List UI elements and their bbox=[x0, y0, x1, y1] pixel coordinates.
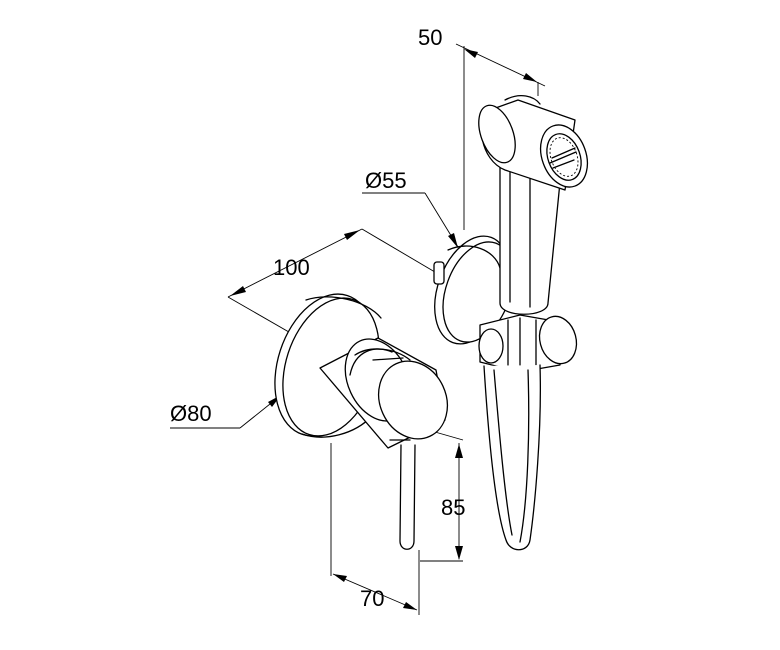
hose bbox=[483, 364, 541, 551]
wall-outlet bbox=[433, 235, 514, 345]
dimension-label-70: 70 bbox=[360, 586, 384, 611]
dimension-label-o55: Ø55 bbox=[365, 168, 407, 193]
mixer-valve bbox=[274, 293, 449, 550]
dimension-hose-holder-diameter: Ø55 bbox=[362, 168, 459, 248]
dimension-rosette-diameter: Ø80 bbox=[170, 395, 281, 429]
hose-connector bbox=[478, 314, 578, 373]
handle-knob bbox=[372, 357, 449, 441]
dimension-valve-width: 70 bbox=[330, 443, 420, 615]
dimension-label-50: 50 bbox=[418, 25, 442, 50]
dimension-label-85: 85 bbox=[441, 495, 465, 520]
dimension-handle-drop: 85 bbox=[420, 431, 465, 562]
dimension-width-top: 50 bbox=[418, 25, 546, 230]
dimension-label-100: 100 bbox=[273, 255, 310, 280]
handle-lever bbox=[399, 444, 416, 550]
hand-shower-assembly bbox=[433, 94, 589, 551]
dimension-label-o80: Ø80 bbox=[170, 401, 212, 426]
shower-head bbox=[478, 94, 589, 191]
